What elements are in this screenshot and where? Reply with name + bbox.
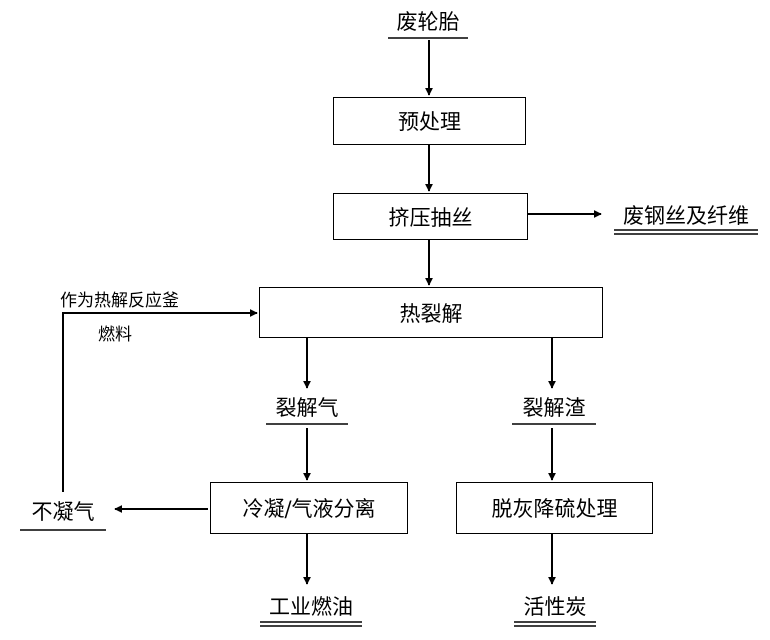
non-condensable-label: 不凝气 xyxy=(31,500,95,524)
activated-carbon-label: 活性炭 xyxy=(523,595,587,619)
pyrolysis-residue-label: 裂解渣 xyxy=(522,396,586,420)
fuel-note-line1: 作为热解反应釜 xyxy=(60,291,179,311)
condensation-box: 冷凝/气液分离 xyxy=(210,482,408,534)
fuel-note-line2: 燃料 xyxy=(98,325,132,345)
pyrolysis-gas-label: 裂解气 xyxy=(275,396,339,420)
industrial-oil-label: 工业燃油 xyxy=(269,595,353,619)
pretreatment-box: 预处理 xyxy=(333,97,526,145)
pyrolysis-box: 热裂解 xyxy=(259,287,603,338)
recycle-line xyxy=(62,309,258,492)
waste-tire-label: 废轮胎 xyxy=(396,10,460,34)
extrusion-box: 挤压抽丝 xyxy=(333,193,528,240)
desulfurization-box: 脱灰降硫处理 xyxy=(456,482,653,534)
steel-fiber-label: 废钢丝及纤维 xyxy=(623,204,749,228)
